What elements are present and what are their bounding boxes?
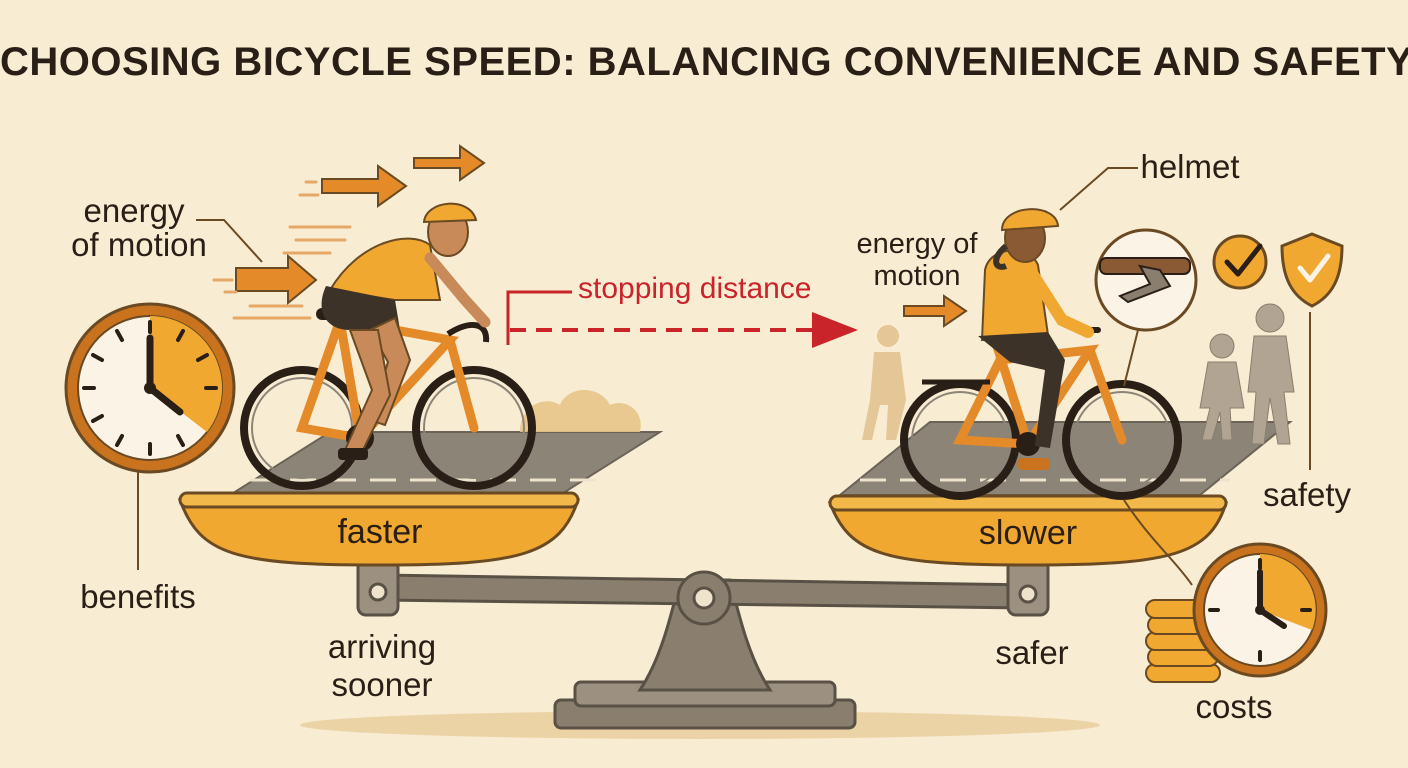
page-title: CHOOSING BICYCLE SPEED: BALANCING CONVEN… — [0, 40, 1408, 84]
energy-arrow — [903, 294, 968, 328]
balance-scale — [356, 558, 1050, 730]
clock-icon — [64, 302, 236, 474]
fast-cyclist — [240, 202, 536, 490]
arriving-sooner-label-line1: arriving — [327, 628, 437, 665]
speed-arrows — [235, 144, 486, 306]
safety-label: safety — [1262, 476, 1352, 513]
benefits-label: benefits — [80, 578, 196, 615]
arriving-sooner-label-line2: sooner — [331, 666, 433, 703]
left-energy-label-line2: of motion — [71, 226, 207, 263]
safer-label: safer — [995, 634, 1069, 671]
slow-cyclist — [900, 208, 1182, 500]
faded-pedestrian — [862, 325, 906, 440]
stopping-distance-indicator — [506, 290, 858, 348]
right-energy-label-line2: motion — [873, 260, 961, 292]
shield-check-icon — [1280, 232, 1344, 308]
costs-label: costs — [1195, 688, 1273, 725]
left-pan — [177, 491, 581, 567]
right-energy-label-line1: energy of — [856, 228, 978, 260]
helmet-label: helmet — [1140, 148, 1240, 185]
left-energy-label-line1: energy — [83, 192, 185, 229]
faster-pan-label: faster — [337, 513, 423, 551]
right-pan — [827, 494, 1229, 567]
slower-pan-label: slower — [978, 514, 1078, 552]
checkmark-icon — [1212, 234, 1268, 290]
brake-lever-icon — [1094, 228, 1198, 332]
dust-cloud — [520, 390, 641, 432]
pedestrians — [1199, 303, 1295, 445]
clock-icon — [1192, 542, 1328, 678]
stopping-distance-label: stopping distance — [578, 272, 812, 305]
